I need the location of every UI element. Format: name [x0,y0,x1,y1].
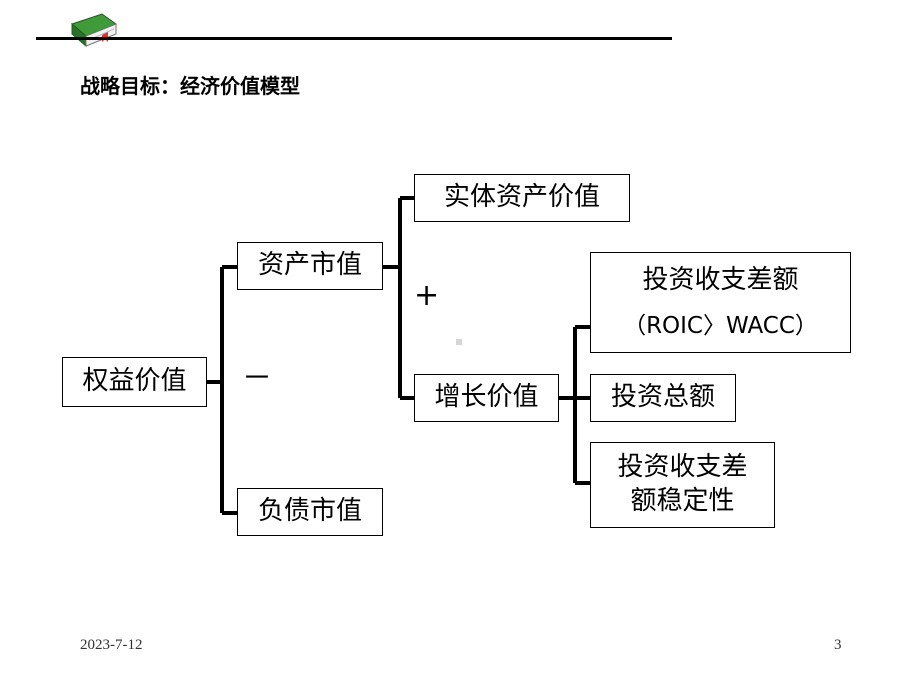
total-investment-label: 投资总额 [610,382,715,413]
investment-spread-line2: （ROIC〉WACC） [623,313,818,340]
book-icon [71,13,118,48]
footer-date: 2023-7-12 [80,637,143,653]
slide-title: 战略目标：经济价值模型 [80,74,300,98]
page-number: 3 [834,637,842,653]
asset-value-label: 资产市值 [257,250,362,281]
entity-asset-value-label: 实体资产价值 [443,182,600,213]
minus-sign: － [242,361,272,396]
spread-stability-line2: 额稳定性 [630,486,735,516]
spread-stability-line1: 投资收支差 [617,452,748,483]
debt-value-box: 负债市值 [237,488,383,536]
debt-value-label: 负债市值 [257,496,362,527]
investment-spread-box: 投资收支差额 （ROIC〉WACC） [590,252,851,353]
investment-spread-line1: 投资收支差额 [642,264,799,295]
spread-stability-box: 投资收支差 额稳定性 [590,442,775,528]
growth-value-box: 增长价值 [414,374,559,422]
growth-value-label: 增长价值 [434,382,539,413]
plus-sign: + [414,278,440,313]
entity-asset-value-box: 实体资产价值 [414,174,630,222]
total-investment-box: 投资总额 [590,374,736,422]
equity-value-label: 权益价值 [82,366,187,397]
placeholder-dot [456,339,462,345]
header-rule [36,37,672,40]
equity-value-box: 权益价值 [62,357,207,407]
asset-value-box: 资产市值 [237,242,383,290]
